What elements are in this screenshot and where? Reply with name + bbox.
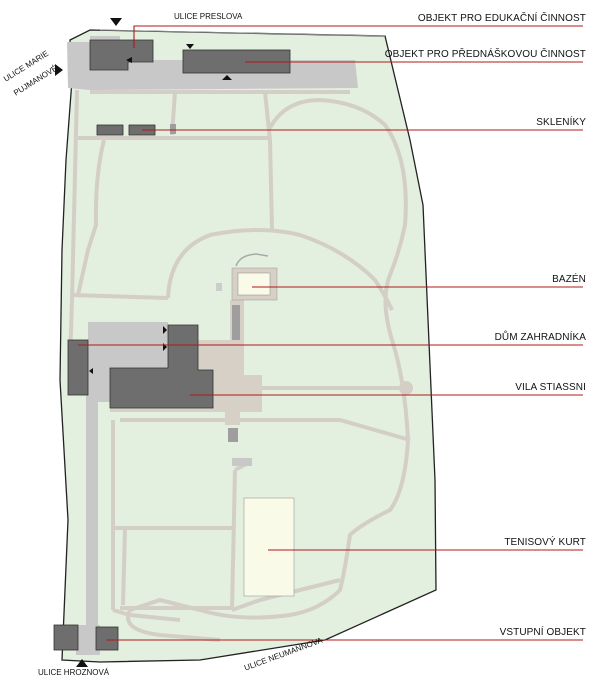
- education-building: [89, 39, 154, 71]
- boundary-line: [99, 29, 386, 37]
- tennis-court: [243, 497, 295, 597]
- pool-path: [235, 253, 269, 267]
- stairs-court: [232, 458, 252, 466]
- path-end-circle: [399, 381, 413, 395]
- label-lecture-building: OBJEKT PRO PŘEDNÁŠKOVOU ČINNOST: [384, 49, 586, 60]
- arrow-up-bottom-icon: [76, 659, 88, 667]
- arrow-marker-icon: [163, 326, 167, 334]
- glasshouse-1: [96, 124, 124, 136]
- buildings: [53, 39, 291, 651]
- street-label-preslova: ULICE PRESLOVA: [174, 12, 243, 21]
- arrow-marker-icon: [186, 44, 194, 49]
- arrow-marker-icon: [89, 368, 93, 374]
- entrance-building-right: [95, 626, 119, 651]
- label-tennis-court: TENISOVÝ KURT: [504, 537, 586, 548]
- label-pool: BAZÉN: [552, 274, 586, 285]
- label-gardener-house: DŮM ZAHRADNÍKA: [494, 332, 586, 343]
- arrow-down-top-icon: [110, 18, 122, 26]
- entry-arrows: [55, 18, 232, 667]
- stairs: [232, 305, 240, 340]
- pool-step: [216, 283, 222, 291]
- label-entrance-building: VSTUPNÍ OBJEKT: [499, 627, 586, 638]
- label-villa-stiassni: VILA STIASSNI: [515, 382, 586, 393]
- entrance-building-left: [53, 624, 79, 651]
- pool: [237, 272, 271, 296]
- stairs-lower: [228, 428, 238, 442]
- entrance-road: [86, 395, 98, 635]
- arrow-marker-icon: [222, 75, 232, 80]
- glasshouse-gap: [170, 124, 176, 134]
- arrow-marker-icon: [126, 57, 132, 63]
- leader-lines: [78, 25, 583, 641]
- label-glasshouses: SKLENÍKY: [536, 117, 586, 128]
- label-education-building: OBJEKT PRO EDUKAČNÍ ČINNOST: [417, 13, 586, 24]
- gardener-house: [67, 339, 89, 396]
- garden-area: [59, 29, 437, 663]
- arrow-right-left-icon: [55, 64, 63, 76]
- villa-stiassni: [109, 324, 214, 409]
- street-label-hroznova: ULICE HROZNOVÁ: [38, 668, 110, 677]
